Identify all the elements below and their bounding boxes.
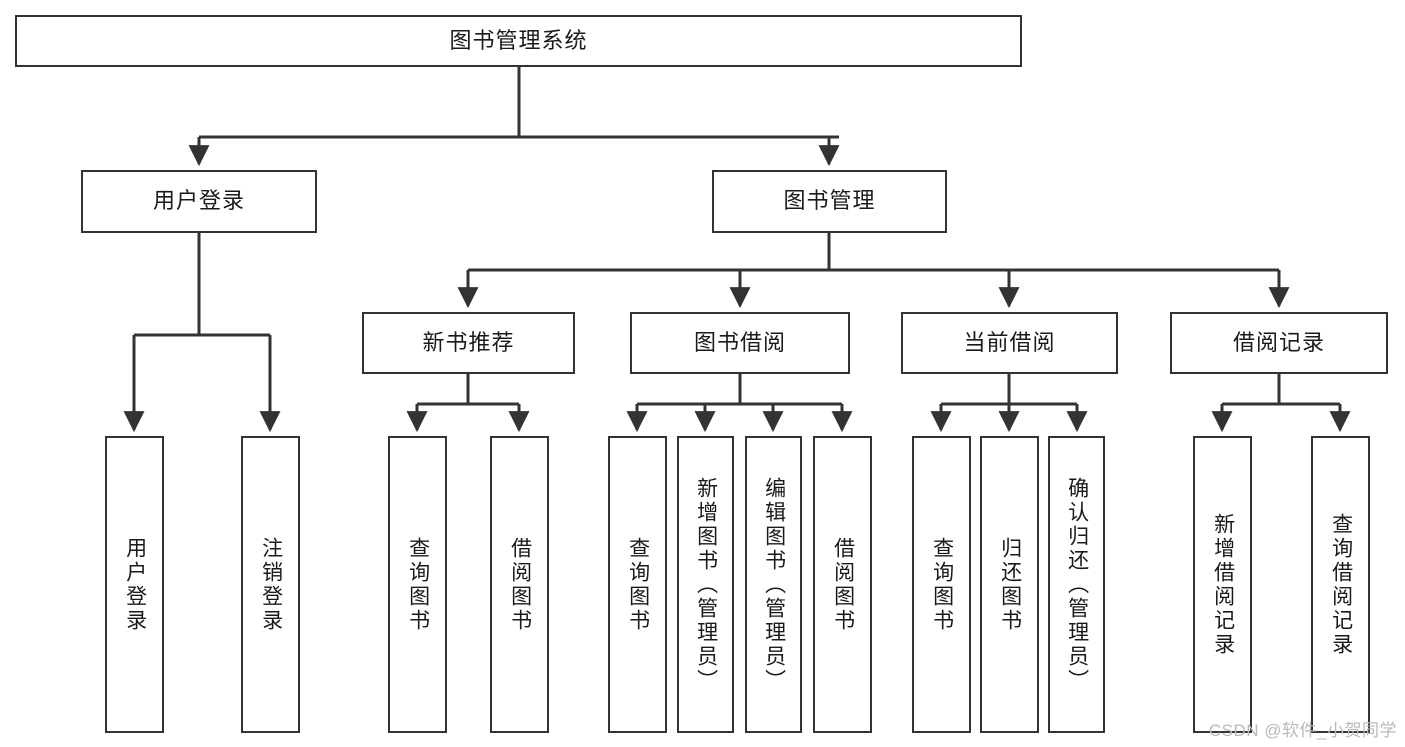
node-leaf-query-book-nb[interactable]: 查询图书	[388, 436, 447, 733]
node-user-login-label: 用户登录	[152, 188, 245, 214]
node-leaf-query-book-cb[interactable]: 查询图书	[912, 436, 971, 733]
node-leaf-query-borrow-record[interactable]: 查询借阅记录	[1311, 436, 1370, 733]
node-leaf-query-book-bb-label: 查询图书	[626, 536, 650, 633]
node-user-login[interactable]: 用户登录	[81, 170, 317, 233]
node-leaf-borrow-book-bb-label: 借阅图书	[831, 536, 855, 633]
node-leaf-borrow-book-bb[interactable]: 借阅图书	[813, 436, 872, 733]
node-leaf-return-book-label: 归还图书	[998, 536, 1022, 633]
node-new-book-recommend-label: 新书推荐	[422, 329, 515, 355]
node-leaf-query-book-nb-label: 查询图书	[406, 536, 430, 633]
node-leaf-add-borrow-record-label: 新增借阅记录	[1211, 512, 1235, 657]
node-new-book-recommend[interactable]: 新书推荐	[362, 312, 575, 374]
node-book-borrow-label: 图书借阅	[693, 329, 786, 355]
node-borrow-record[interactable]: 借阅记录	[1170, 312, 1388, 374]
node-leaf-borrow-book-nb[interactable]: 借阅图书	[490, 436, 549, 733]
node-leaf-user-login[interactable]: 用户登录	[105, 436, 164, 733]
node-leaf-query-book-bb[interactable]: 查询图书	[608, 436, 667, 733]
node-borrow-record-label: 借阅记录	[1232, 329, 1325, 355]
node-root-system[interactable]: 图书管理系统	[15, 15, 1022, 67]
node-leaf-logout-label: 注销登录	[259, 536, 283, 633]
node-book-manage-label: 图书管理	[783, 188, 876, 214]
node-leaf-return-book[interactable]: 归还图书	[980, 436, 1039, 733]
node-leaf-add-borrow-record[interactable]: 新增借阅记录	[1193, 436, 1252, 733]
node-leaf-add-book-admin-label: 新增图书（管理员）	[694, 476, 718, 693]
node-leaf-edit-book-admin-label: 编辑图书（管理员）	[762, 476, 786, 693]
node-book-borrow[interactable]: 图书借阅	[630, 312, 850, 374]
node-current-borrow-label: 当前借阅	[963, 329, 1056, 355]
node-book-manage[interactable]: 图书管理	[712, 170, 947, 233]
csdn-watermark: CSDN @软件_小贺同学	[1208, 721, 1397, 740]
node-leaf-query-borrow-record-label: 查询借阅记录	[1329, 512, 1353, 657]
node-leaf-edit-book-admin[interactable]: 编辑图书（管理员）	[745, 436, 802, 733]
node-leaf-borrow-book-nb-label: 借阅图书	[508, 536, 532, 633]
node-root-system-label: 图书管理系统	[449, 27, 588, 53]
node-leaf-logout[interactable]: 注销登录	[241, 436, 300, 733]
node-leaf-user-login-label: 用户登录	[123, 536, 147, 633]
node-leaf-confirm-return-admin-label: 确认归还（管理员）	[1065, 476, 1089, 693]
node-leaf-query-book-cb-label: 查询图书	[930, 536, 954, 633]
node-leaf-add-book-admin[interactable]: 新增图书（管理员）	[677, 436, 734, 733]
node-current-borrow[interactable]: 当前借阅	[901, 312, 1118, 374]
node-leaf-confirm-return-admin[interactable]: 确认归还（管理员）	[1048, 436, 1105, 733]
